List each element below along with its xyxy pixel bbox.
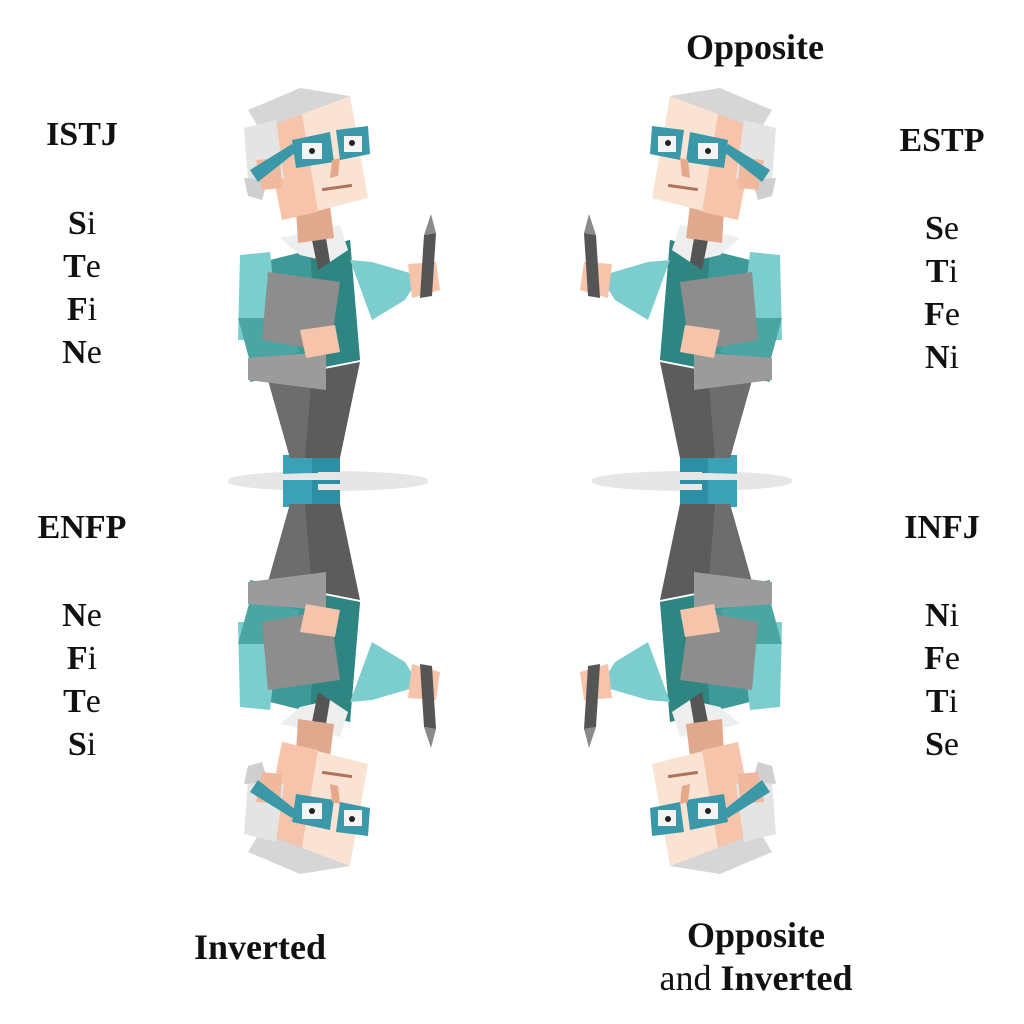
figure-estp [580, 88, 792, 489]
label-inverted: Inverted [194, 927, 326, 967]
caption-line-1: Opposite [686, 915, 826, 955]
function-item: Fe [924, 640, 960, 677]
function-item: Ti [925, 683, 959, 720]
type-label-top-right: ESTP [899, 122, 985, 159]
caption-line-2: and Inverted [659, 958, 853, 998]
label-opposite: Opposite [685, 27, 825, 67]
function-item: Fe [924, 296, 960, 333]
type-label-bottom-left: ENFP [37, 509, 127, 546]
function-item: Se [924, 210, 959, 247]
type-label-bottom-right: INFJ [904, 509, 980, 546]
function-item: Fi [66, 291, 98, 328]
function-item: Si [67, 726, 97, 763]
function-item: Ne [62, 334, 102, 371]
function-stack-top-right: Se Ti Fe Ni [872, 207, 1012, 379]
function-stack-bottom-left: Ne Fi Te Si [12, 594, 152, 766]
figure-enfp [228, 473, 440, 874]
function-item: Ni [924, 597, 959, 634]
function-item: Ni [924, 339, 959, 376]
function-item: Fi [66, 640, 98, 677]
function-stack-top-left: Si Te Fi Ne [12, 202, 152, 374]
function-item: Se [924, 726, 959, 763]
type-label-top-left: ISTJ [46, 116, 118, 153]
function-item: Ne [62, 597, 102, 634]
function-item: Si [67, 205, 97, 242]
function-item: Te [63, 248, 101, 285]
function-item: Te [63, 683, 101, 720]
function-item: Ti [925, 253, 959, 290]
figure-infj [580, 473, 792, 874]
label-opposite-and-inverted: Opposite and Inverted [596, 914, 916, 1000]
figure-istj [228, 88, 440, 489]
function-stack-bottom-right: Ni Fe Ti Se [872, 594, 1012, 766]
